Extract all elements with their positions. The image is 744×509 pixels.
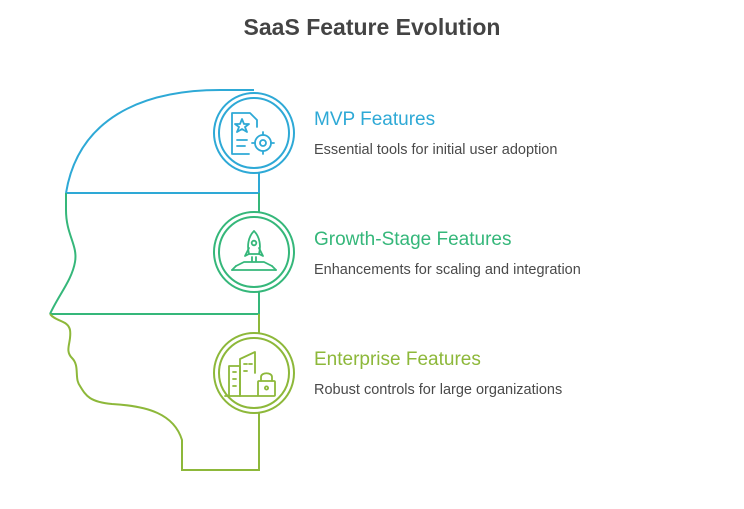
- circle-enterprise-inner: [218, 337, 290, 409]
- feature-title-growth: Growth-Stage Features: [314, 229, 512, 250]
- feature-mvp: MVP Features Essential tools for initial…: [314, 108, 714, 158]
- diagram-title: SaaS Feature Evolution: [243, 14, 501, 40]
- feature-growth: Growth-Stage Features Enhancements for s…: [314, 228, 714, 278]
- building-lock-icon: [224, 351, 276, 397]
- feature-description-growth: Enhancements for scaling and integration: [314, 262, 581, 278]
- head-section-mvp: [65, 89, 254, 194]
- circle-mvp-outer: [213, 92, 295, 174]
- circle-mvp-inner: [218, 97, 290, 169]
- head-section-growth: [49, 193, 77, 315]
- feature-description-enterprise: Robust controls for large organizations: [314, 382, 563, 398]
- circle-enterprise-outer: [213, 332, 295, 414]
- circle-growth-inner: [218, 216, 290, 288]
- feature-title-mvp: MVP Features: [314, 109, 436, 130]
- document-gear-icon: [231, 112, 275, 155]
- rocket-launch-icon: [231, 230, 277, 271]
- circle-growth-outer: [213, 211, 295, 293]
- feature-title-enterprise: Enterprise Features: [314, 349, 481, 370]
- feature-description-mvp: Essential tools for initial user adoptio…: [314, 142, 558, 158]
- head-section-enterprise: [49, 313, 260, 471]
- feature-enterprise: Enterprise Features Robust controls for …: [314, 348, 714, 398]
